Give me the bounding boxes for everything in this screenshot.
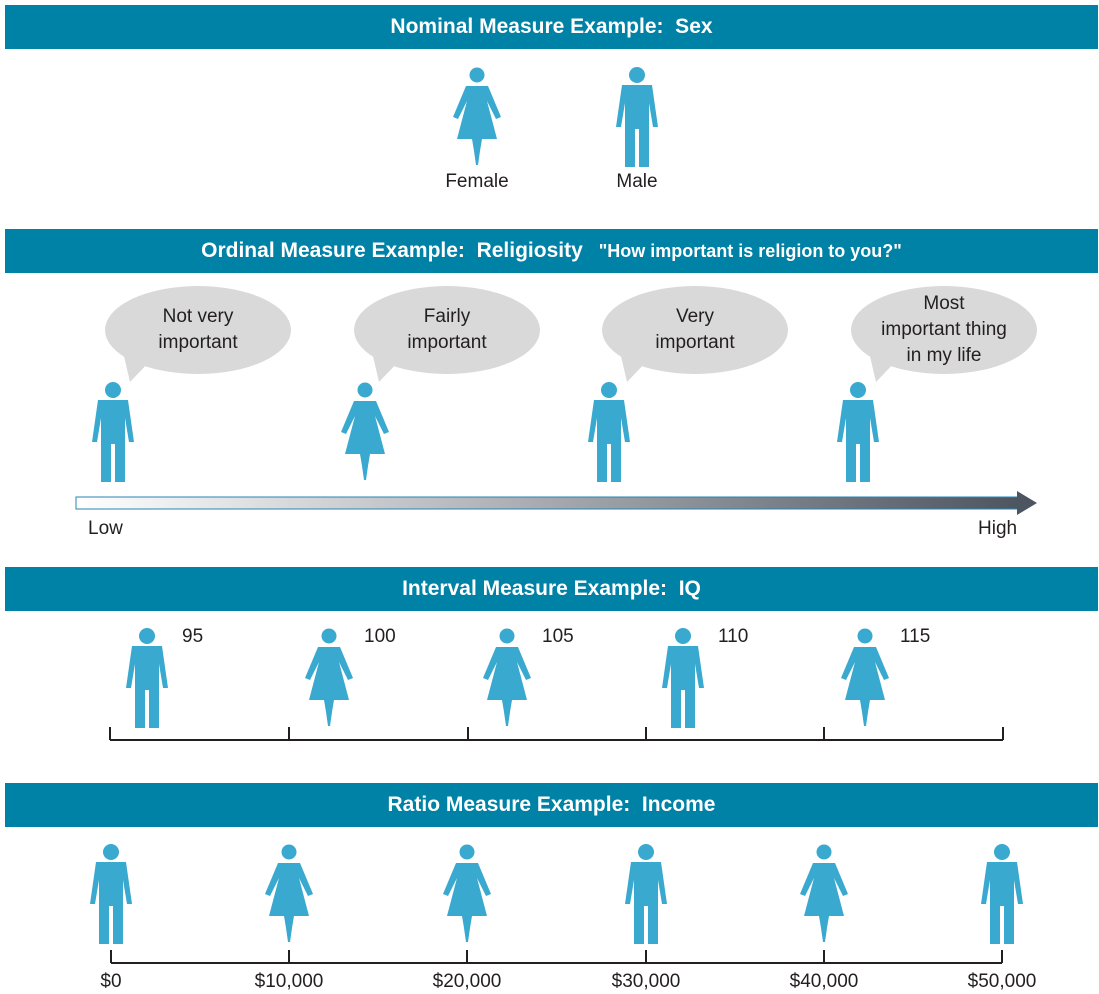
- ordinal-male-figure-3: [588, 382, 630, 482]
- interval-value-3: 105: [542, 626, 574, 647]
- interval-title: Interval Measure Example: IQ: [402, 577, 701, 600]
- interval-value-2: 100: [364, 626, 396, 647]
- ratio-female-figure-5: [800, 844, 848, 942]
- interval-value-1: 95: [182, 626, 204, 647]
- ordinal-low-label: Low: [88, 518, 123, 539]
- bubble-text-1: Not very important: [158, 306, 238, 353]
- nominal-banner: Nominal Measure Example: Sex: [5, 5, 1098, 49]
- ratio-male-figure-4: [625, 844, 667, 944]
- ratio-value-5: $40,000: [789, 971, 859, 992]
- speech-bubble-3: [602, 286, 788, 382]
- interval-female-figure-2: [305, 628, 353, 726]
- ratio-value-1: $0: [100, 971, 122, 992]
- interval-female-figure-3: [483, 628, 531, 726]
- ratio-female-figure-2: [265, 844, 313, 942]
- ordinal-female-figure-2: [341, 382, 389, 480]
- bubble-text-2: Fairly important: [407, 306, 487, 353]
- nominal-female-label: Female: [445, 171, 509, 192]
- bubble-text-4: Most important thing in my life: [881, 293, 1007, 366]
- interval-value-4: 110: [718, 626, 749, 647]
- nominal-male-label: Male: [616, 171, 658, 192]
- ratio-male-figure-1: [90, 844, 132, 944]
- ratio-female-figure-3: [443, 844, 491, 942]
- ratio-value-4: $30,000: [611, 971, 681, 992]
- ratio-male-figure-6: [981, 844, 1023, 944]
- ordinal-question: "How important is religion to you?": [598, 240, 902, 261]
- nominal-title: Nominal Measure Example: Sex: [390, 15, 713, 38]
- ratio-value-6: $50,000: [967, 971, 1037, 992]
- ordinal-male-figure-1: [92, 382, 134, 482]
- ordinal-title: Ordinal Measure Example: Religiosity: [201, 239, 583, 262]
- low-to-high-arrow: [75, 491, 1037, 515]
- ratio-value-2: $10,000: [254, 971, 324, 992]
- ordinal-male-figure-4: [837, 382, 879, 482]
- interval-axis: [109, 727, 1004, 741]
- ratio-banner: Ratio Measure Example: Income: [5, 783, 1098, 827]
- ratio-title: Ratio Measure Example: Income: [387, 793, 716, 816]
- interval-female-figure-5: [841, 628, 889, 726]
- speech-bubble-1: [105, 286, 291, 382]
- interval-male-figure-1: [126, 628, 168, 728]
- ordinal-high-label: High: [978, 518, 1018, 539]
- speech-bubble-4: [851, 286, 1037, 382]
- bubble-text-3: Very important: [655, 306, 735, 353]
- interval-value-5: 115: [900, 626, 931, 647]
- nominal-male-figure: [616, 67, 658, 167]
- ratio-axis: [110, 950, 1003, 964]
- interval-banner: Interval Measure Example: IQ: [5, 567, 1098, 611]
- nominal-female-figure: [453, 67, 501, 165]
- ordinal-banner: Ordinal Measure Example: Religiosity "Ho…: [5, 229, 1098, 273]
- ratio-value-3: $20,000: [432, 971, 502, 992]
- interval-male-figure-4: [662, 628, 704, 728]
- speech-bubble-2: [354, 286, 540, 382]
